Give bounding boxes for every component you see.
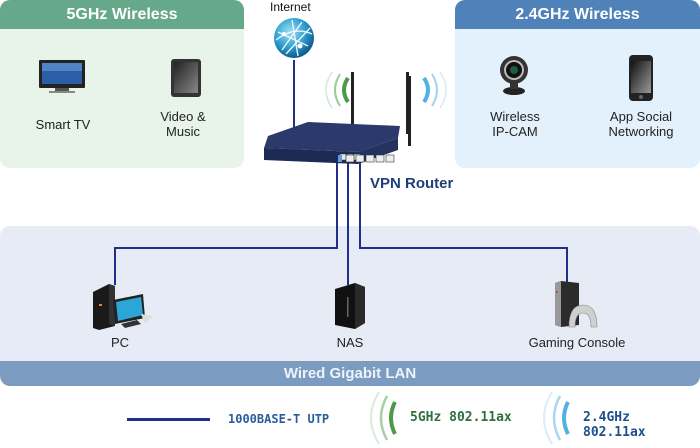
nas-label: NAS: [336, 335, 364, 350]
wave-5ghz-icon: [325, 71, 350, 109]
ip-cam-label: Wireless IP-CAM: [478, 109, 552, 139]
app-social-label: App Social Networking: [600, 109, 682, 139]
vpn-router-label: VPN Router: [370, 175, 454, 192]
legend-utp-label: 1000BASE-T UTP: [228, 412, 330, 426]
panel-title-24ghz: 2.4GHz Wireless: [455, 0, 700, 29]
nas-icon: [335, 283, 365, 329]
desktop-pc-icon: [93, 284, 153, 330]
ip-cam-label-line2: IP-CAM: [492, 124, 538, 139]
tablet-icon: [171, 59, 201, 97]
app-social-label-line2: Networking: [608, 124, 674, 139]
router-ports: [338, 154, 395, 163]
tv-icon: [39, 60, 85, 93]
gaming-console-label: Gaming Console: [528, 335, 626, 350]
panel-title-5ghz: 5GHz Wireless: [0, 0, 244, 29]
game-console-icon: [555, 281, 598, 328]
legend-5ghz-label: 5GHz 802.11ax: [410, 410, 512, 425]
globe-icon: [274, 18, 314, 58]
smart-tv-label: Smart TV: [35, 117, 91, 132]
legend-utp-line: [127, 418, 210, 421]
webcam-icon: [500, 56, 528, 95]
panel-24ghz-wireless: 2.4GHz Wireless: [455, 0, 700, 168]
router-icon: [264, 72, 409, 164]
legend-24ghz-wave-icon: [543, 391, 570, 445]
cable-console: [359, 162, 568, 285]
router-antenna-right: [408, 76, 411, 146]
cable-pc: [114, 162, 338, 285]
pc-label: PC: [110, 335, 130, 350]
panel-title-wired-lan: Wired Gigabit LAN: [0, 361, 700, 386]
video-music-label-line1: Video &: [160, 109, 206, 124]
legend-5ghz-wave-icon: [370, 391, 397, 445]
video-music-label-line2: Music: [166, 124, 200, 139]
ip-cam-label-line1: Wireless: [490, 109, 540, 124]
legend-24ghz-label: 2.4GHz 802.11ax: [583, 410, 646, 440]
wave-24ghz-icon: [422, 71, 447, 109]
internet-label: Internet: [270, 0, 311, 14]
app-social-label-line1: App Social: [609, 109, 673, 124]
video-music-label: Video & Music: [146, 109, 220, 139]
smartphone-icon: [629, 55, 653, 101]
